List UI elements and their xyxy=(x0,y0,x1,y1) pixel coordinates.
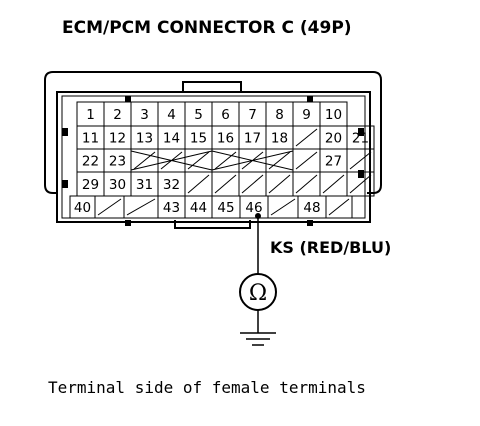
blank-cavity-mark xyxy=(295,151,318,170)
pin-label-5: 5 xyxy=(194,107,203,123)
blank-cavity-mark xyxy=(268,151,291,170)
pin-label-29: 29 xyxy=(82,177,99,193)
pin-label-23: 23 xyxy=(109,154,126,170)
pin-label-6: 6 xyxy=(221,107,230,123)
pin-label-2: 2 xyxy=(113,107,122,123)
blank-cavity-mark xyxy=(187,151,210,170)
blank-cavity-mark xyxy=(214,151,237,170)
caption: Terminal side of female terminals xyxy=(48,378,366,397)
blank-cavity-mark xyxy=(187,174,210,194)
pin-label-17: 17 xyxy=(244,131,261,147)
blank-cavity-mark xyxy=(133,151,156,170)
blank-cavity-mark xyxy=(268,174,291,194)
blank-cavity-marks xyxy=(97,128,372,216)
pin-label-7: 7 xyxy=(248,107,257,123)
pin-label-10: 10 xyxy=(325,107,342,123)
blank-cavity-mark xyxy=(214,174,237,194)
blank-cavity-cross xyxy=(130,150,213,171)
pin-label-18: 18 xyxy=(271,131,288,147)
connector-clips xyxy=(62,96,364,226)
pin-cell xyxy=(325,195,353,219)
pin-label-8: 8 xyxy=(275,107,284,123)
blank-cavity-mark xyxy=(295,128,318,147)
ground-icon xyxy=(240,310,276,346)
blank-cavity-mark xyxy=(126,198,156,216)
ohm-icon: Ω xyxy=(249,281,267,306)
pin-label-16: 16 xyxy=(217,131,234,147)
pin-label-46: 46 xyxy=(245,200,262,216)
pin-label-22: 22 xyxy=(82,154,99,170)
pin-label-32: 32 xyxy=(163,177,180,193)
pin-label-15: 15 xyxy=(190,131,207,147)
blank-cavity-mark xyxy=(97,198,122,216)
pin-label-44: 44 xyxy=(190,200,207,216)
wire-label: KS (RED/BLU) xyxy=(270,238,391,257)
blank-cavity-mark xyxy=(349,174,372,194)
pin-label-3: 3 xyxy=(140,107,149,123)
pin-label-40: 40 xyxy=(74,200,91,216)
blank-cavity-mark xyxy=(322,174,345,194)
pin-label-21: 21 xyxy=(352,131,369,147)
pin-46-probe-dot xyxy=(255,213,261,219)
blank-cavity-mark xyxy=(270,198,296,216)
blank-cavity-mark xyxy=(295,174,318,194)
pin-label-9: 9 xyxy=(302,107,311,123)
diagram-title: ECM/PCM CONNECTOR C (49P) xyxy=(62,18,352,38)
pin-label-13: 13 xyxy=(136,131,153,147)
pin-label-1: 1 xyxy=(86,107,95,123)
blank-cavity-cross xyxy=(211,150,294,171)
pin-label-31: 31 xyxy=(136,177,153,193)
pin-label-30: 30 xyxy=(109,177,126,193)
pin-label-27: 27 xyxy=(325,154,342,170)
blank-cavity-mark xyxy=(349,151,372,170)
pin-label-45: 45 xyxy=(217,200,234,216)
pin-label-14: 14 xyxy=(163,131,180,147)
pin-cell-grid xyxy=(69,101,375,219)
blank-cavity-mark xyxy=(328,198,350,216)
pin-label-4: 4 xyxy=(167,107,176,123)
ohmmeter-symbol: Ω xyxy=(239,273,277,311)
pin-label-11: 11 xyxy=(82,131,99,147)
pin-cell xyxy=(346,171,375,197)
pin-label-48: 48 xyxy=(303,200,320,216)
blank-cavity-mark xyxy=(241,174,264,194)
pin-label-43: 43 xyxy=(163,200,180,216)
pin-label-12: 12 xyxy=(109,131,126,147)
pin-label-20: 20 xyxy=(325,131,342,147)
